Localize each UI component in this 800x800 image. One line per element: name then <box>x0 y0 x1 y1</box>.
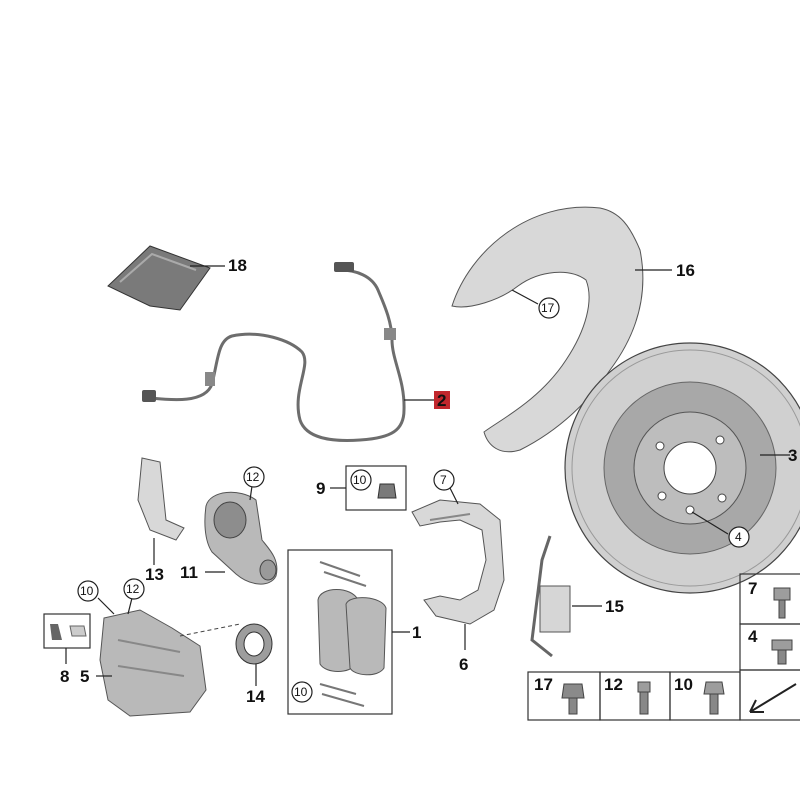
callout-7-circle: 7 <box>440 473 447 487</box>
callout-9: 9 <box>316 479 325 498</box>
callout-8: 8 <box>60 667 69 686</box>
highlight-box <box>434 391 450 409</box>
callout-5: 5 <box>80 667 89 686</box>
callout-13: 13 <box>145 565 164 584</box>
callout-10-circle-a: 10 <box>353 473 367 487</box>
callout-14: 14 <box>246 687 265 706</box>
callout-10-circle-b: 10 <box>294 685 308 699</box>
dust-shield-part-16[interactable]: 16 17 <box>451 206 695 453</box>
bolt-kit-part-9[interactable]: 9 10 <box>316 465 407 511</box>
cover-part-18[interactable]: 18 <box>107 245 247 311</box>
callout-11: 11 <box>180 563 198 582</box>
callout-4-circle: 4 <box>735 530 742 544</box>
callout-10-circle-c: 10 <box>80 584 94 598</box>
spring-clip-part-15[interactable]: 15 <box>530 535 624 658</box>
bracket-part-13[interactable]: 13 <box>137 457 185 584</box>
callout-6: 6 <box>459 655 468 674</box>
brake-caliper-part-5[interactable]: 5 10 12 <box>77 578 241 717</box>
callout-16: 16 <box>676 261 695 280</box>
bleeder-kit-part-8[interactable]: 8 <box>43 613 91 686</box>
caliper-carrier-part-6[interactable]: 7 6 <box>411 469 505 674</box>
callout-12-circle-b: 12 <box>126 582 140 596</box>
fastener-10-label: 10 <box>674 675 693 694</box>
fastener-4-label: 4 <box>748 627 758 646</box>
callout-2: 2 <box>437 391 446 410</box>
callout-3: 3 <box>788 446 797 465</box>
actuator-motor-part-11[interactable]: 11 12 <box>180 466 278 585</box>
callout-1: 1 <box>412 623 421 642</box>
seal-ring-part-14[interactable]: 14 <box>235 623 273 706</box>
brake-pad-kit-part-1[interactable]: 1 10 <box>287 549 421 715</box>
callout-12-circle: 12 <box>246 470 260 484</box>
callout-15: 15 <box>605 597 624 616</box>
direction-arrow-icon <box>749 683 797 713</box>
fastener-7-label: 7 <box>748 579 757 598</box>
callout-17-circle: 17 <box>541 301 555 315</box>
brake-disc-part-3[interactable]: 3 4 <box>564 342 800 594</box>
fastener-12-label: 12 <box>604 675 623 694</box>
wear-sensor-part-2[interactable]: 2 <box>142 262 450 442</box>
fastener-table: 7 4 17 12 10 <box>527 573 800 721</box>
callout-18: 18 <box>228 256 247 275</box>
fastener-17-label: 17 <box>534 675 553 694</box>
